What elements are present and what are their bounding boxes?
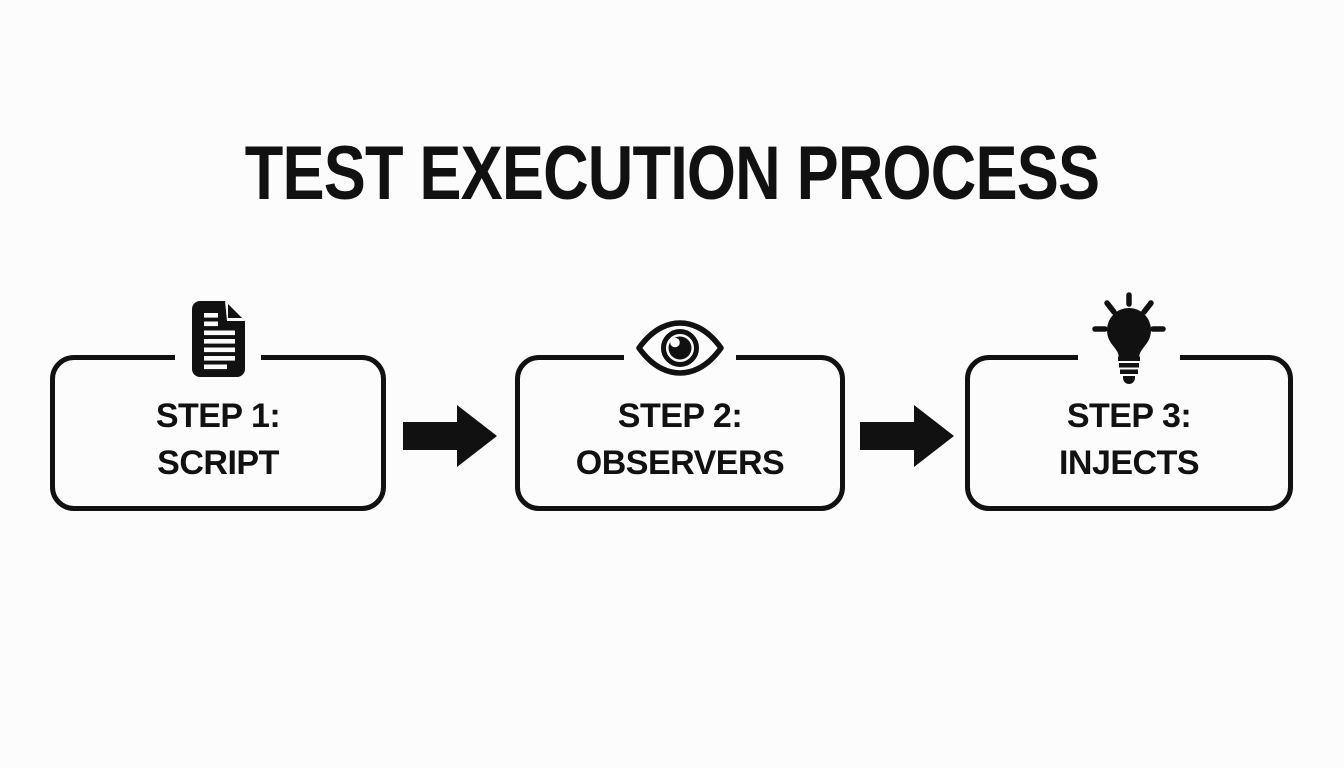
step-number: STEP 2: xyxy=(617,397,743,435)
arrow-right-icon xyxy=(860,405,954,467)
step-title: INJECTS xyxy=(1058,444,1200,482)
step-box-script: STEP 1: SCRIPT xyxy=(50,294,386,511)
document-icon xyxy=(175,294,261,378)
diagram-title: TEST EXECUTION PROCESS xyxy=(244,131,1100,216)
step-label: STEP 2: OBSERVERS xyxy=(575,379,785,487)
step-label: STEP 3: INJECTS xyxy=(1058,379,1200,487)
step-number: STEP 1: xyxy=(155,397,281,435)
step-label: STEP 1: SCRIPT xyxy=(155,379,281,487)
lightbulb-icon xyxy=(1078,290,1180,384)
step-title: OBSERVERS xyxy=(575,444,785,482)
arrow-right-icon xyxy=(403,405,497,467)
step-box-injects: STEP 3: INJECTS xyxy=(965,290,1293,511)
eye-icon xyxy=(624,315,736,377)
step-number: STEP 3: xyxy=(1066,397,1192,435)
step-box-observers: STEP 2: OBSERVERS xyxy=(515,315,845,511)
step-title: SCRIPT xyxy=(157,444,279,482)
